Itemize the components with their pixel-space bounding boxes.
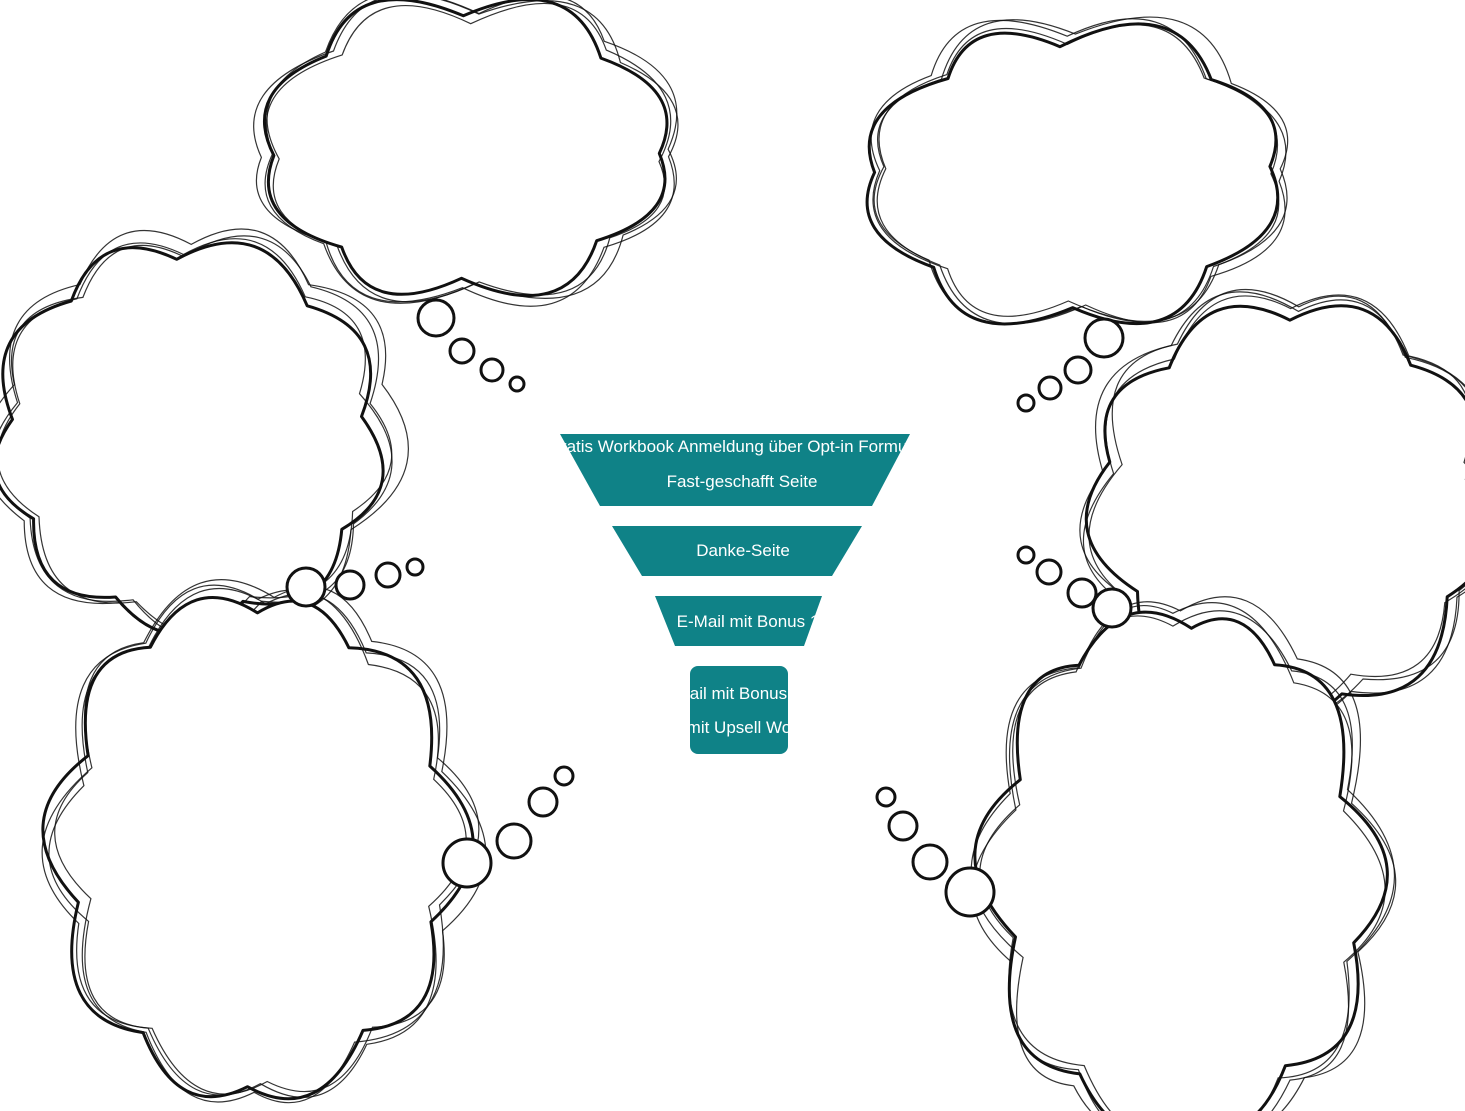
funnel-stage-3-line-1: E-Mail mit Bonus 1	[677, 612, 820, 631]
funnel-stage-4: E-Mail mit Bonus 2 & E-Mail mit Upsell W…	[634, 666, 843, 754]
thought-trail-bottom-left	[441, 765, 575, 889]
funnel-stage-1-line-1: Gratis Workbook Anmeldung über Opt-in Fo…	[548, 437, 927, 456]
thought-cloud-top-right	[865, 16, 1289, 326]
funnel-stage-1: Gratis Workbook Anmeldung über Opt-in Fo…	[548, 434, 927, 506]
thought-trail-middle-right	[1016, 545, 1133, 629]
thought-cloud-bottom-right	[970, 596, 1397, 1111]
funnel-stage-1-line-2: Fast-geschafft Seite	[667, 472, 818, 491]
thought-trail-top-left	[416, 298, 526, 393]
thought-trail-middle-left	[285, 557, 425, 608]
funnel: Gratis Workbook Anmeldung über Opt-in Fo…	[548, 434, 927, 754]
funnel-stage-3: E-Mail mit Bonus 1	[655, 596, 822, 646]
thought-cloud-bottom-left	[41, 579, 487, 1104]
funnel-stage-2: Danke-Seite	[612, 526, 862, 576]
thought-trail-top-right	[1016, 317, 1125, 413]
thought-cloud-top-left	[253, 0, 679, 307]
funnel-stage-4-line-2: E-Mail mit Upsell Workbook	[634, 718, 843, 737]
funnel-stage-2-line-1: Danke-Seite	[696, 541, 790, 560]
funnel-stage-4-line-1: E-Mail mit Bonus 2 &	[659, 684, 818, 703]
thought-trail-bottom-right	[875, 786, 996, 918]
